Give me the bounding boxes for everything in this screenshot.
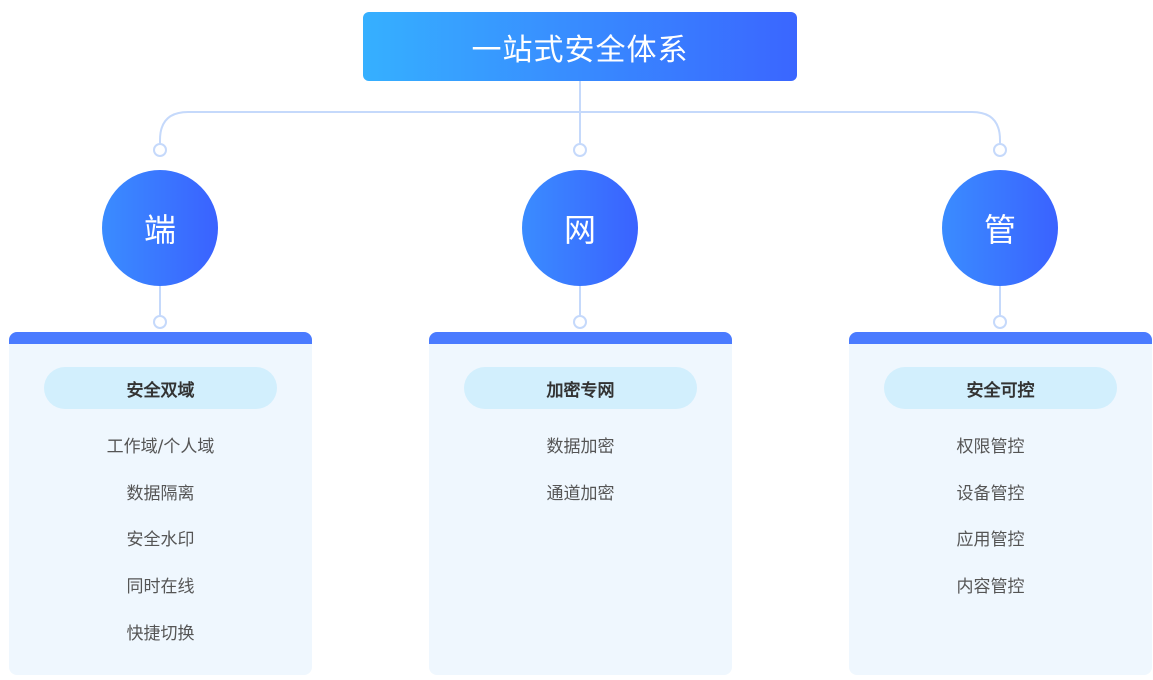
list-item: 内容管控 [956,577,1025,598]
list-item: 数据加密 [546,437,615,457]
node-dot [573,143,587,157]
card-heading: 加密专网 [464,367,697,409]
card-network: 加密专网 数据加密 通道加密 [429,332,732,675]
list-item: 应用管控 [956,530,1025,551]
list-item: 工作域/个人域 [106,437,215,457]
card-accent-bar [9,332,312,344]
card-heading: 安全双域 [44,367,277,409]
list-item: 设备管控 [956,483,1025,504]
node-dot [993,143,1007,157]
list-item: 通道加密 [546,483,615,504]
node-management: 管 [942,170,1058,286]
card-heading: 安全可控 [884,367,1117,409]
node-dot [993,315,1007,329]
node-dot [153,315,167,329]
node-network: 网 [522,170,638,286]
node-dot [153,143,167,157]
list-item: 快捷切换 [126,623,195,644]
card-accent-bar [429,332,732,344]
node-endpoint: 端 [102,170,218,286]
card-management: 安全可控 权限管控 设备管控 应用管控 内容管控 [849,332,1152,675]
card-endpoint: 安全双域 工作域/个人域 数据隔离 安全水印 同时在线 快捷切换 [9,332,312,675]
title-box: 一站式安全体系 [363,12,797,81]
list-item: 权限管控 [956,437,1025,457]
card-accent-bar [849,332,1152,344]
list-item: 安全水印 [126,530,195,551]
list-item: 同时在线 [126,577,195,598]
list-item: 数据隔离 [126,483,195,504]
node-dot [573,315,587,329]
